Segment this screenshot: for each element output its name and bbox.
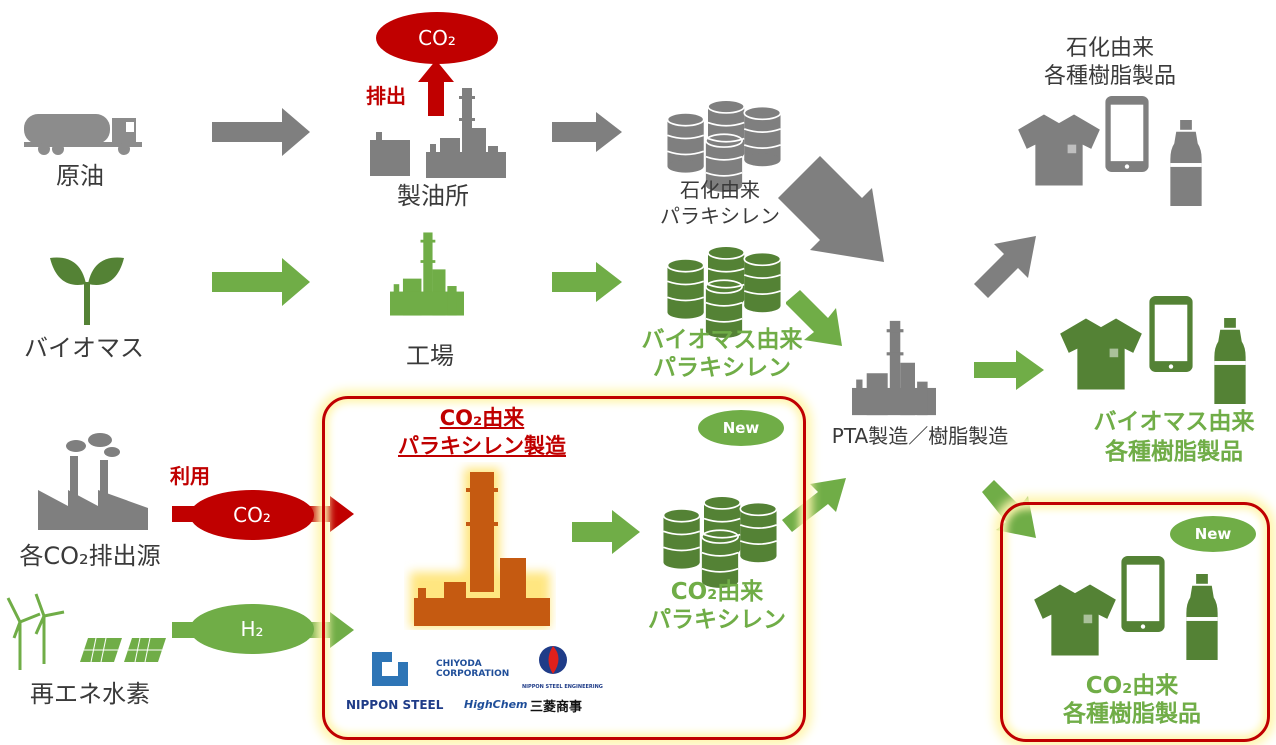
wind-solar-icon (6, 593, 166, 670)
arrow-bio-px-to-pta (786, 290, 842, 346)
bio-px-line2: パラキシレン (653, 355, 791, 381)
bio-products-line2: 各種樹脂製品 (1105, 439, 1243, 465)
pta-plant-icon (852, 320, 936, 416)
arrow-co2-px-to-pta (782, 478, 846, 532)
bio-phone-icon (1148, 296, 1194, 372)
petro-px-line1: 石化由来 (680, 178, 760, 202)
partner-nippon-steel: NIPPON STEEL (346, 698, 444, 712)
arrow-pta-to-bio-products (974, 350, 1044, 390)
bio-bottle-icon (1212, 318, 1248, 406)
bio-products-line1: バイオマス由来 (1093, 409, 1255, 435)
co2-px-line1: CO₂由来 (670, 579, 764, 605)
source-crude-label: 原油 (56, 162, 104, 190)
input-co2-ellipse: CO₂ (190, 490, 314, 540)
arrow-reactor-to-co2-px (572, 510, 640, 554)
petro-products-line2: 各種樹脂製品 (1043, 64, 1176, 89)
petro-shirt-icon (1016, 112, 1102, 188)
arrow-biomass-to-factory (212, 258, 310, 306)
arrow-refinery-to-petro-px (552, 112, 622, 152)
partner-chiyoda: CHIYODA CORPORATION (436, 659, 510, 679)
co2-products-line2: 各種樹脂製品 (1063, 701, 1201, 727)
co2-barrels-icon (660, 494, 780, 590)
source-renewable-h2-label: 再エネ水素 (30, 680, 150, 708)
pta-label: PTA製造／樹脂製造 (831, 424, 1009, 448)
source-biomass-label: バイオマス (24, 334, 144, 362)
factory-label: 工場 (406, 342, 454, 370)
bio-px-line1: バイオマス由来 (641, 327, 803, 353)
factory-smokestack-icon (38, 433, 148, 530)
source-co2-label: 各CO₂排出源 (19, 542, 161, 570)
arrow-pta-to-petro-products (974, 236, 1036, 298)
factory-icon (390, 232, 464, 316)
partner-nse-logo-icon (539, 646, 567, 674)
new-process-badge: New (698, 410, 784, 446)
co2-shirt-icon (1032, 582, 1118, 658)
partner-mitsubishi: 三菱商事 (530, 700, 583, 715)
arrow-emission-up (418, 60, 454, 116)
new-process-box (322, 396, 806, 740)
tanker-truck-icon (24, 114, 142, 155)
sprout-icon (50, 257, 124, 325)
utilization-label: 利用 (170, 464, 210, 488)
co2-phone-icon (1120, 556, 1166, 632)
partner-logo-1-icon (372, 652, 408, 686)
new-process-title-line1: CO₂由来 (439, 406, 525, 430)
co2-products-line1: CO₂由来 (1085, 673, 1179, 699)
co2-bottle-icon (1184, 574, 1220, 662)
petro-products-line1: 石化由来 (1065, 36, 1154, 61)
new-products-badge: New (1170, 516, 1256, 552)
arrow-crude-to-refinery (212, 108, 310, 156)
refinery-label: 製油所 (397, 182, 469, 210)
bio-shirt-icon (1058, 316, 1144, 392)
co2-reactor-icon (410, 468, 550, 628)
co2-px-line2: パラキシレン (648, 607, 786, 633)
partner-highchem: HighChem (464, 698, 528, 711)
arrow-petro-px-to-pta (778, 156, 884, 262)
input-h2-ellipse: H₂ (190, 604, 314, 654)
arrow-factory-to-bio-px (552, 262, 622, 302)
petro-px-line2: パラキシレン (660, 204, 780, 228)
partner-nse-label: NIPPON STEEL ENGINEERING (522, 684, 603, 690)
petro-bottle-icon (1168, 120, 1204, 208)
new-process-title-line2: パラキシレン製造 (398, 434, 566, 458)
petro-phone-icon (1104, 96, 1150, 172)
emission-label: 排出 (366, 84, 406, 108)
new-products-box (1000, 502, 1270, 742)
emission-co2-ellipse: CO₂ (376, 12, 498, 64)
refinery-icon (370, 88, 506, 178)
